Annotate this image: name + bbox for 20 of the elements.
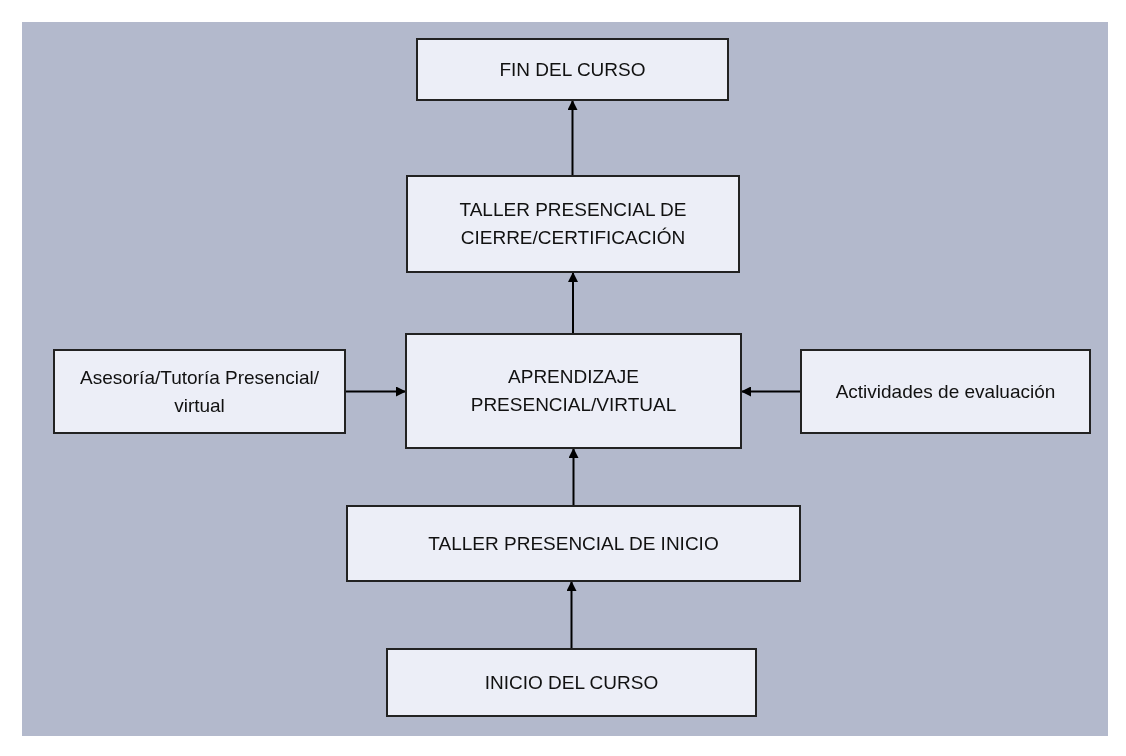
arrow [568, 272, 578, 334]
process-box [406, 175, 740, 273]
box-label: Actividades de evaluación [835, 379, 1056, 404]
box-label: Asesoría/Tutoría Presencial/ virtual [79, 365, 320, 418]
box-label: TALLER PRESENCIAL DE INICIO [428, 531, 719, 556]
arrow [566, 581, 577, 649]
process-box [416, 38, 729, 101]
arrow [568, 448, 579, 506]
box-label: INICIO DEL CURSO [484, 670, 659, 695]
box-label: FIN DEL CURSO [499, 57, 646, 82]
process-box [800, 349, 1091, 434]
arrow [345, 386, 406, 397]
process-box [386, 648, 757, 717]
box-label: APRENDIZAJE PRESENCIAL/VIRTUAL [469, 365, 678, 417]
process-box [346, 505, 801, 582]
arrow [567, 100, 578, 176]
arrow [741, 386, 801, 397]
box-label: TALLER PRESENCIAL DE CIERRE/CERTIFICACIÓN [458, 198, 688, 250]
process-box [405, 333, 742, 449]
process-box [53, 349, 346, 434]
